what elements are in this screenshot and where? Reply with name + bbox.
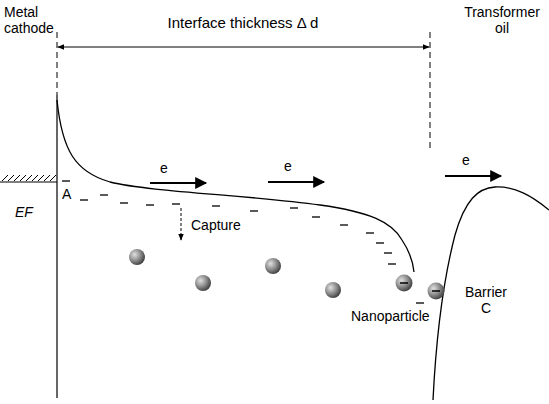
cathode-surface (56, 95, 57, 398)
process-label: Capture (190, 217, 242, 233)
fermi-level-label: EF (15, 204, 33, 220)
fermi-level (0, 181, 57, 182)
hatching (2, 175, 56, 181)
electron-label: e (160, 160, 168, 176)
boundary-dashed (57, 32, 58, 95)
particle-label: Nanoparticle (350, 308, 431, 324)
material-label: Metal cathode (4, 4, 54, 36)
barrier-curve (433, 187, 549, 400)
boundary-dashed (430, 32, 431, 150)
barrier-label: Barrier C (465, 284, 507, 316)
trapped-electrons (62, 181, 424, 316)
electron-label: e (284, 158, 292, 174)
electron-arrow (268, 181, 324, 183)
point-label: A (62, 186, 71, 202)
electron-arrow (150, 182, 206, 184)
band-curve (57, 100, 414, 272)
electron-label: e (462, 152, 470, 168)
dimension-arrow (58, 47, 429, 48)
electron-arrow (445, 175, 501, 177)
capture-arrow (181, 208, 182, 240)
nanoparticles (129, 249, 445, 300)
dimension-label: Interface thickness Δ d (168, 14, 319, 31)
material-label: Transformer oil (464, 4, 540, 36)
